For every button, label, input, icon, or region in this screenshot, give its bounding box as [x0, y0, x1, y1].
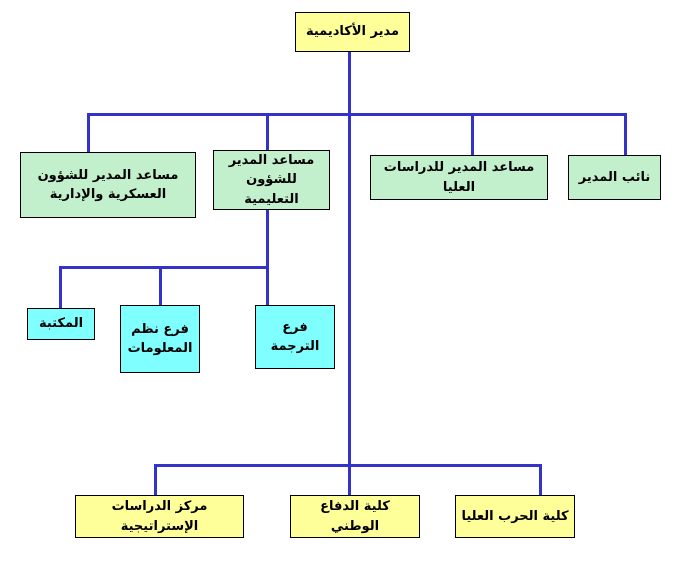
connector-root-spine — [348, 52, 351, 495]
connector-educational-down — [266, 210, 269, 306]
connector-drop-educational — [266, 113, 269, 151]
node-label: كلية الحرب العليا — [461, 508, 569, 524]
node-strategic-studies-center: مركز الدراسات الإستراتيجية — [75, 495, 244, 538]
node-label: المكتبة — [38, 316, 84, 332]
connector-drop-information-systems — [159, 266, 162, 306]
node-library: المكتبة — [27, 308, 95, 340]
connector-level3-bus — [59, 266, 269, 269]
node-label: كلية الدفاع الوطني — [320, 499, 390, 534]
node-label: فرع نظم المعلومات — [127, 321, 193, 357]
node-label: مساعد المدير للشؤون التعليمية — [228, 152, 315, 207]
node-academy-director: مدير الأكاديمية — [295, 12, 410, 52]
node-label: مركز الدراسات الإستراتيجية — [111, 499, 208, 534]
node-assistant-graduate-studies: مساعد المدير للدراسات العليا — [370, 155, 548, 200]
connector-colleges-bus — [154, 464, 541, 467]
connector-drop-deputy-director — [624, 113, 627, 156]
connector-drop-higher-war-college — [539, 464, 542, 496]
connector-drop-strategic-studies — [154, 464, 157, 496]
connector-level2-bus — [87, 113, 627, 116]
node-assistant-educational-affairs: مساعد المدير للشؤون التعليمية — [213, 150, 330, 210]
node-label: مساعد المدير للدراسات العليا — [383, 160, 535, 195]
node-assistant-military-admin-affairs: مساعد المدير للشؤون العسكرية والإدارية — [20, 152, 196, 218]
node-translation-branch: فرع الترجمة — [255, 305, 335, 369]
node-label: فرع الترجمة — [270, 319, 320, 355]
node-national-defense-college: كلية الدفاع الوطني — [290, 495, 420, 538]
connector-drop-graduate-studies — [471, 113, 474, 156]
connector-drop-library — [59, 266, 62, 309]
node-information-systems-branch: فرع نظم المعلومات — [120, 305, 200, 373]
node-label: نائب المدير — [578, 169, 651, 185]
connector-drop-military-admin — [87, 113, 90, 153]
node-deputy-director: نائب المدير — [568, 155, 661, 200]
node-higher-war-college: كلية الحرب العليا — [455, 495, 575, 538]
node-label: مدير الأكاديمية — [305, 24, 400, 40]
node-label: مساعد المدير للشؤون العسكرية والإدارية — [37, 167, 179, 203]
